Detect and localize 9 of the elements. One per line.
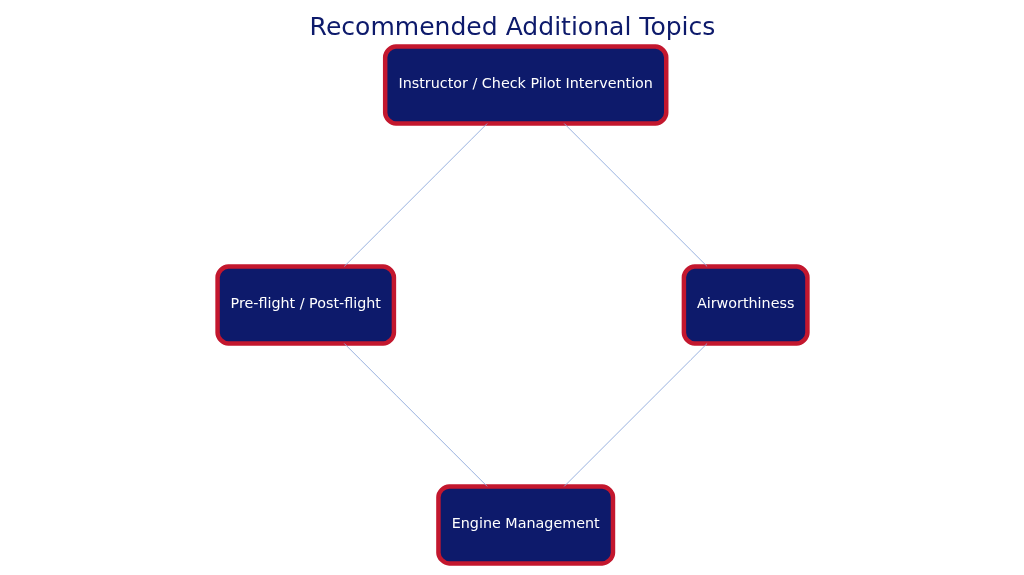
node-box: Airworthiness [681, 264, 810, 346]
node-box: Engine Management [435, 484, 615, 566]
connector [563, 343, 708, 487]
node-box: Instructor / Check Pilot Intervention [382, 44, 668, 126]
diagram-title: Recommended Additional Topics [309, 12, 715, 42]
connector [343, 343, 488, 487]
connector [563, 123, 708, 267]
connector [343, 123, 488, 267]
node-box: Pre-flight / Post-flight [214, 264, 396, 346]
